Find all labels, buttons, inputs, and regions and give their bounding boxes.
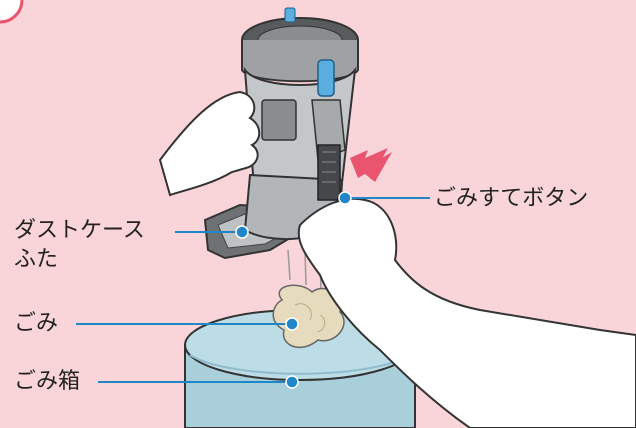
corner-badge — [0, 0, 22, 22]
pink-arrow-icon — [350, 148, 392, 182]
label-trash-button: ごみすてボタン — [434, 184, 588, 214]
left-hand-drawing — [160, 92, 259, 195]
label-dust-case-lid-line1: ダストケース — [14, 216, 145, 246]
label-dust: ごみ — [14, 309, 58, 339]
label-dust-case-lid-line2: ふた — [14, 245, 58, 275]
label-trash-bin: ごみ箱 — [14, 367, 80, 397]
